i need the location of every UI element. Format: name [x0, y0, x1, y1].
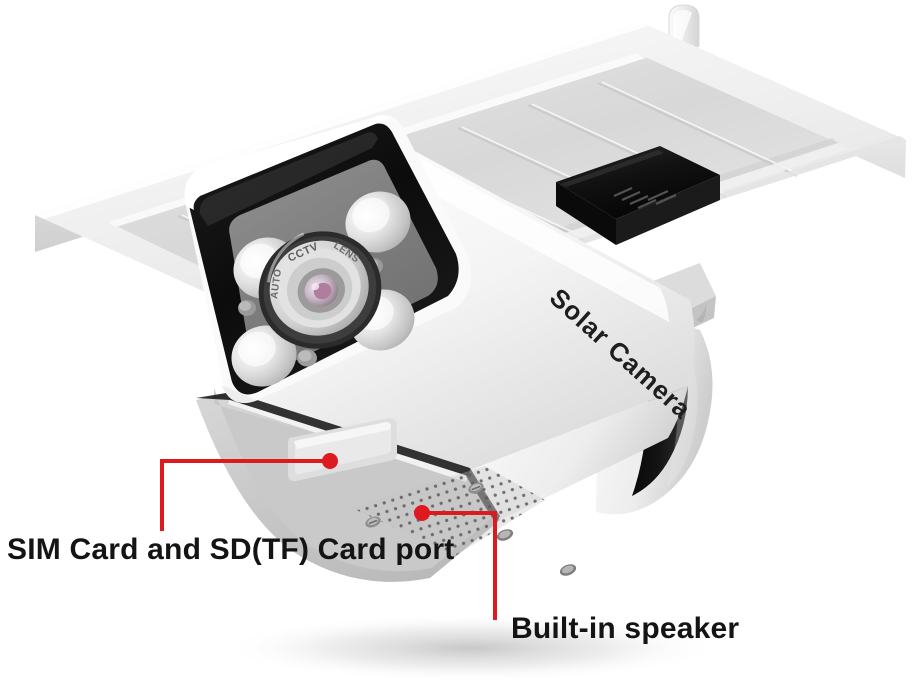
leader-line-sim-sd	[160, 459, 330, 531]
drop-shadow	[220, 614, 720, 682]
svg-text:AUTO: AUTO	[269, 268, 284, 299]
leader-dot-sim-sd	[322, 453, 338, 469]
leader-line-speaker	[422, 511, 497, 620]
callout-label-built-in-speaker: Built-in speaker	[511, 612, 740, 645]
callout-leader-lines	[160, 453, 497, 620]
camera-housing: Solar Camera	[184, 114, 713, 582]
panel-junction-box	[556, 146, 720, 245]
housing-screws	[365, 482, 577, 576]
callout-label-sim-sd-port: SIM Card and SD(TF) Card port	[7, 533, 455, 566]
leader-dot-speaker	[414, 505, 430, 521]
camera-lens: CCTV AUTO LENS	[258, 231, 382, 349]
